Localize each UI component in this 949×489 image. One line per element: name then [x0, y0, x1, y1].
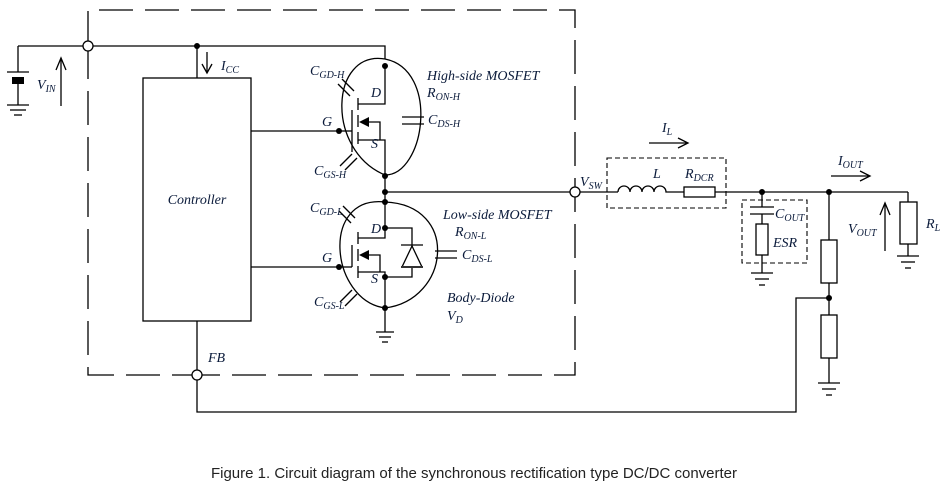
high-side-mosfet	[336, 57, 424, 179]
vsw-terminal	[569, 186, 581, 198]
il-arrow	[649, 137, 690, 149]
vin-terminal	[82, 40, 94, 52]
high-gate-label: G	[322, 115, 332, 130]
high-side-mosfet-label: High-side MOSFET	[426, 69, 541, 84]
low-side-mosfet-label: Low-side MOSFET	[442, 208, 553, 223]
high-drain-label: D	[370, 86, 381, 101]
iout-arrow	[831, 170, 872, 182]
figure-caption: Figure 1. Circuit diagram of the synchro…	[211, 465, 737, 482]
cout-label: COUT	[775, 207, 806, 224]
inductor-symbol	[617, 185, 684, 193]
vin-rail	[18, 45, 386, 59]
iout-label: IOUT	[837, 154, 864, 171]
high-source-label: S	[371, 137, 378, 152]
feedback-junction	[826, 295, 832, 301]
vin-arrow	[55, 56, 67, 106]
output-capacitor-box	[741, 199, 808, 264]
il-label: IL	[661, 121, 673, 138]
divider-resistor-bottom	[820, 314, 838, 359]
ic-boundary	[87, 9, 576, 376]
vd-label: VD	[447, 309, 464, 326]
low-side-mosfet	[336, 199, 457, 343]
vsw-label: VSW	[580, 175, 604, 192]
icc-arrow	[201, 52, 213, 75]
controller-label: Controller	[168, 193, 227, 208]
vin-label: VIN	[37, 78, 57, 95]
esr-resistor	[755, 223, 769, 256]
rdcr-label: RDCR	[684, 167, 714, 184]
inductor-box	[606, 157, 727, 209]
ron-l-label: RON-L	[454, 225, 487, 242]
cgs-l-label: CGS-L	[314, 295, 345, 312]
body-diode-symbol	[400, 244, 424, 268]
inductor-label: L	[652, 167, 661, 182]
body-diode-label: Body-Diode	[447, 291, 515, 306]
cgd-l-label: CGD-L	[310, 201, 343, 218]
cds-h-label: CDS-H	[428, 113, 461, 130]
cgs-h-label: CGS-H	[314, 164, 347, 181]
cgd-h-label: CGD-H	[310, 64, 345, 81]
cds-l-label: CDS-L	[462, 248, 493, 265]
vin-source	[7, 46, 29, 116]
icc-label: ICC	[220, 59, 239, 76]
load-resistor	[899, 201, 918, 245]
divider-resistor-top	[820, 239, 838, 284]
esr-label: ESR	[772, 236, 798, 251]
low-gate-label: G	[322, 251, 332, 266]
low-source-label: S	[371, 272, 378, 287]
rl-label: RL	[925, 217, 941, 234]
vout-arrow	[879, 201, 891, 251]
ron-h-label: RON-H	[426, 86, 461, 103]
fb-label: FB	[207, 351, 226, 366]
battery-cell	[12, 77, 24, 84]
rdcr-resistor	[683, 186, 716, 198]
vout-label: VOUT	[848, 222, 878, 239]
low-drain-label: D	[370, 222, 381, 237]
fb-terminal	[191, 369, 203, 381]
feedback-line	[196, 297, 829, 413]
